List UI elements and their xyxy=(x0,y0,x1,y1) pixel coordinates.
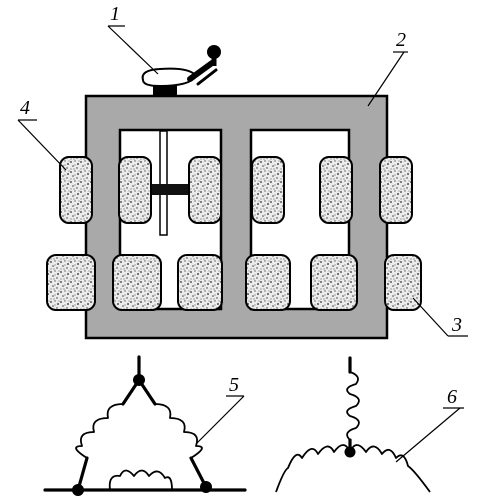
leader-3 xyxy=(412,297,449,337)
callout-1: 1 xyxy=(110,3,120,25)
handle xyxy=(141,45,221,97)
coil-lower-1 xyxy=(46,254,96,311)
delta-node-top xyxy=(133,374,145,386)
leader-5 xyxy=(195,395,245,445)
callout-6: 6 xyxy=(447,386,457,408)
leader-4 xyxy=(17,119,67,171)
delta-winding xyxy=(43,355,247,496)
delta-node-left xyxy=(72,484,84,496)
leader-6 xyxy=(395,407,461,463)
upper-coils xyxy=(59,156,413,224)
delta-node-right xyxy=(200,481,212,493)
tap-changer-shaft xyxy=(146,130,190,236)
lower-coils xyxy=(46,254,422,311)
coil-lower-3 xyxy=(177,254,223,311)
star-node xyxy=(344,446,356,458)
coil-upper-4 xyxy=(251,156,285,224)
leader-1 xyxy=(107,25,159,75)
coil-upper-3 xyxy=(188,156,222,224)
coil-lower-6 xyxy=(384,254,422,311)
callout-4: 4 xyxy=(20,97,30,119)
coil-upper-2 xyxy=(118,156,152,224)
coil-upper-5 xyxy=(319,156,353,224)
coil-lower-4 xyxy=(245,254,291,311)
coil-upper-1 xyxy=(59,156,93,224)
callout-3: 3 xyxy=(451,314,462,336)
star-winding xyxy=(275,356,431,493)
leader-2 xyxy=(367,51,405,107)
coil-lower-2 xyxy=(112,254,162,311)
coil-lower-5 xyxy=(310,254,358,311)
callout-2: 2 xyxy=(396,29,406,51)
coil-upper-6 xyxy=(379,156,413,224)
callout-5: 5 xyxy=(229,374,239,396)
